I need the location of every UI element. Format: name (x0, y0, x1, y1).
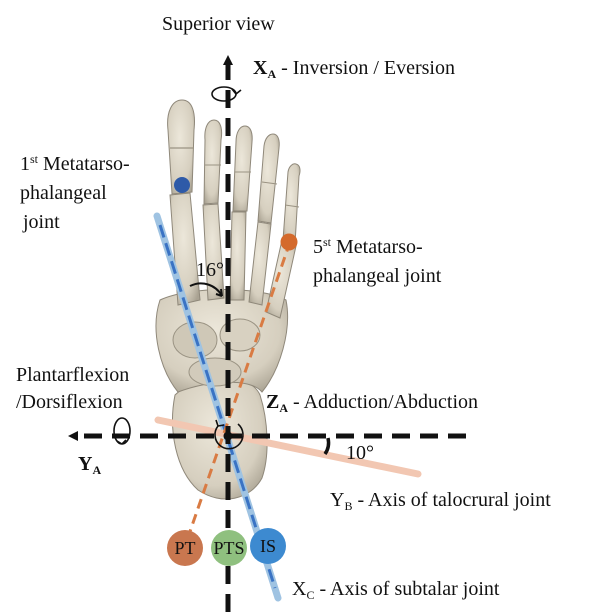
first-mtp-line2: phalangeal (20, 182, 107, 204)
y-a-rotation-icon (114, 418, 130, 444)
y-b-description: - Axis of talocrural joint (357, 489, 550, 511)
y-a-motion-label: Plantarflexion /Dorsiflexion (16, 362, 129, 416)
x-a-description: - Inversion / Eversion (281, 57, 455, 79)
y-a-description-line2: /Dorsiflexion (16, 391, 123, 413)
x-c-description: - Axis of subtalar joint (319, 578, 499, 600)
fifth-mtp-line1: Metatarso- (336, 236, 423, 258)
marker-pts-label: PTS (213, 538, 244, 558)
talocrural-angle-arc (325, 438, 329, 454)
origin-point (224, 432, 233, 441)
diagram-title: Superior view (162, 12, 275, 36)
y-a-letter: Y (78, 453, 92, 475)
z-a-letter: Z (266, 391, 279, 413)
marker-group: PT PTS IS (167, 528, 286, 566)
fifth-mtp-line2: phalangeal joint (313, 265, 441, 287)
subtalar-angle-label: 16° (196, 258, 224, 282)
x-c-subscript: C (306, 588, 314, 602)
marker-is-label: IS (260, 536, 276, 556)
fifth-mtp-label: 5st Metatarso- phalangeal joint (313, 233, 441, 291)
y-a-subscript: A (92, 463, 101, 477)
z-a-description: - Adduction/Abduction (293, 391, 478, 413)
y-b-letter: Y (330, 489, 344, 511)
y-a-description-line1: Plantarflexion (16, 364, 129, 386)
first-mtp-label: 1st Metatarso- phalangeal joint (20, 150, 130, 237)
x-a-subscript: A (267, 67, 276, 81)
x-a-letter: X (253, 57, 267, 79)
first-mtp-line3: joint (20, 211, 60, 233)
talocrural-angle-label: 10° (346, 441, 374, 465)
fifth-mtp-number: 5 (313, 236, 323, 258)
marker-pt-label: PT (174, 538, 195, 558)
y-b-subscript: B (344, 499, 352, 513)
x-c-axis-label: XC - Axis of subtalar joint (292, 577, 499, 601)
first-mtp-joint-marker (174, 177, 190, 193)
fifth-mtp-joint-marker (281, 234, 298, 251)
y-b-axis-label: YB - Axis of talocrural joint (330, 488, 551, 512)
first-mtp-number: 1 (20, 153, 30, 175)
x-a-axis-label: XA - Inversion / Eversion (253, 56, 455, 80)
z-a-subscript: A (279, 401, 288, 415)
first-mtp-line1: Metatarso- (43, 153, 130, 175)
z-a-axis-label: ZA - Adduction/Abduction (266, 390, 478, 414)
fifth-mtp-ordinal: st (323, 235, 331, 249)
x-c-letter: X (292, 578, 306, 600)
y-a-axis-label: YA (78, 452, 101, 476)
first-mtp-ordinal: st (30, 152, 38, 166)
